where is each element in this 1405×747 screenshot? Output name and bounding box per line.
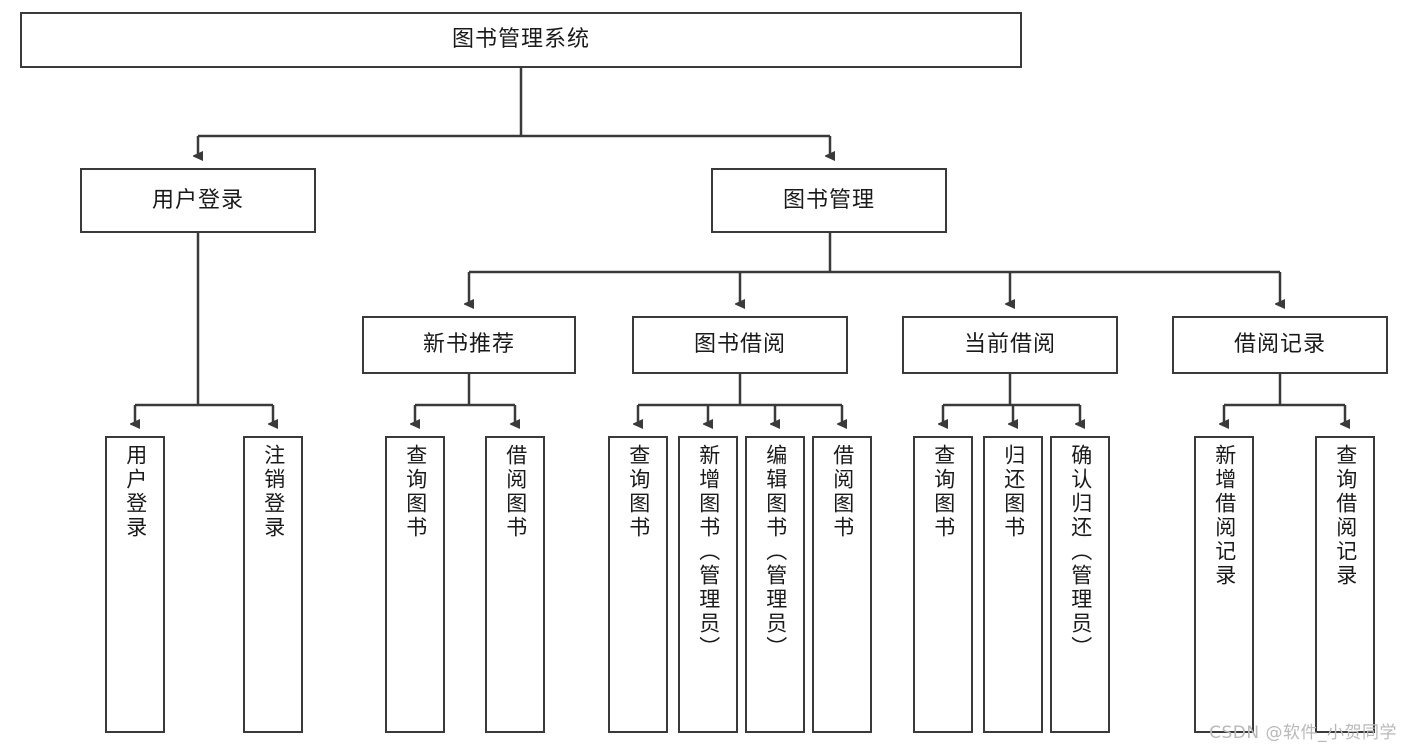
node-leaf-query-book-current[interactable]: 查询图书 (913, 436, 973, 733)
node-leaf-add-book-admin-label: 新增图书（管理员） (696, 444, 721, 660)
node-leaf-return-book-label: 归还图书 (1001, 444, 1026, 540)
node-root[interactable]: 图书管理系统 (20, 12, 1022, 68)
node-leaf-confirm-return-admin-label: 确认归还（管理员） (1068, 444, 1093, 660)
node-leaf-query-borrow-record[interactable]: 查询借阅记录 (1315, 436, 1375, 733)
node-leaf-borrow-book-recommend-label: 借阅图书 (503, 444, 528, 540)
node-leaf-logout-label: 注销登录 (261, 444, 286, 540)
node-leaf-borrow-book-recommend[interactable]: 借阅图书 (485, 436, 545, 733)
node-leaf-query-book-borrow[interactable]: 查询图书 (608, 436, 668, 733)
node-book-management[interactable]: 图书管理 (711, 168, 947, 233)
node-book-borrow-label: 图书借阅 (693, 332, 786, 358)
node-leaf-query-book-recommend-label: 查询图书 (403, 444, 428, 540)
node-leaf-query-book-borrow-label: 查询图书 (626, 444, 651, 540)
node-leaf-logout[interactable]: 注销登录 (243, 436, 303, 733)
node-borrow-records-label: 借阅记录 (1233, 332, 1326, 358)
node-leaf-confirm-return-admin[interactable]: 确认归还（管理员） (1050, 436, 1110, 733)
node-leaf-borrow-book-label: 借阅图书 (830, 444, 855, 540)
node-leaf-edit-book-admin-label: 编辑图书（管理员） (763, 444, 788, 660)
node-root-label: 图书管理系统 (451, 27, 590, 53)
node-new-book-recommend-label: 新书推荐 (422, 332, 515, 358)
node-leaf-user-login-label: 用户登录 (123, 444, 148, 540)
node-user-login[interactable]: 用户登录 (80, 168, 316, 233)
node-leaf-add-borrow-record-label: 新增借阅记录 (1212, 444, 1237, 588)
watermark: CSDN @软件_小贺同学 (1209, 723, 1397, 743)
node-leaf-add-book-admin[interactable]: 新增图书（管理员） (678, 436, 738, 733)
node-borrow-records[interactable]: 借阅记录 (1172, 316, 1388, 374)
node-leaf-return-book[interactable]: 归还图书 (983, 436, 1043, 733)
node-leaf-edit-book-admin[interactable]: 编辑图书（管理员） (745, 436, 805, 733)
node-leaf-query-borrow-record-label: 查询借阅记录 (1333, 444, 1358, 588)
node-new-book-recommend[interactable]: 新书推荐 (362, 316, 576, 374)
node-current-borrow[interactable]: 当前借阅 (902, 316, 1118, 374)
node-user-login-label: 用户登录 (151, 187, 244, 213)
node-leaf-query-book-recommend[interactable]: 查询图书 (385, 436, 445, 733)
node-leaf-add-borrow-record[interactable]: 新增借阅记录 (1194, 436, 1254, 733)
node-book-management-label: 图书管理 (782, 187, 875, 213)
node-current-borrow-label: 当前借阅 (963, 332, 1056, 358)
node-leaf-borrow-book[interactable]: 借阅图书 (812, 436, 872, 733)
node-leaf-query-book-current-label: 查询图书 (931, 444, 956, 540)
node-book-borrow[interactable]: 图书借阅 (632, 316, 848, 374)
node-leaf-user-login[interactable]: 用户登录 (105, 436, 165, 733)
